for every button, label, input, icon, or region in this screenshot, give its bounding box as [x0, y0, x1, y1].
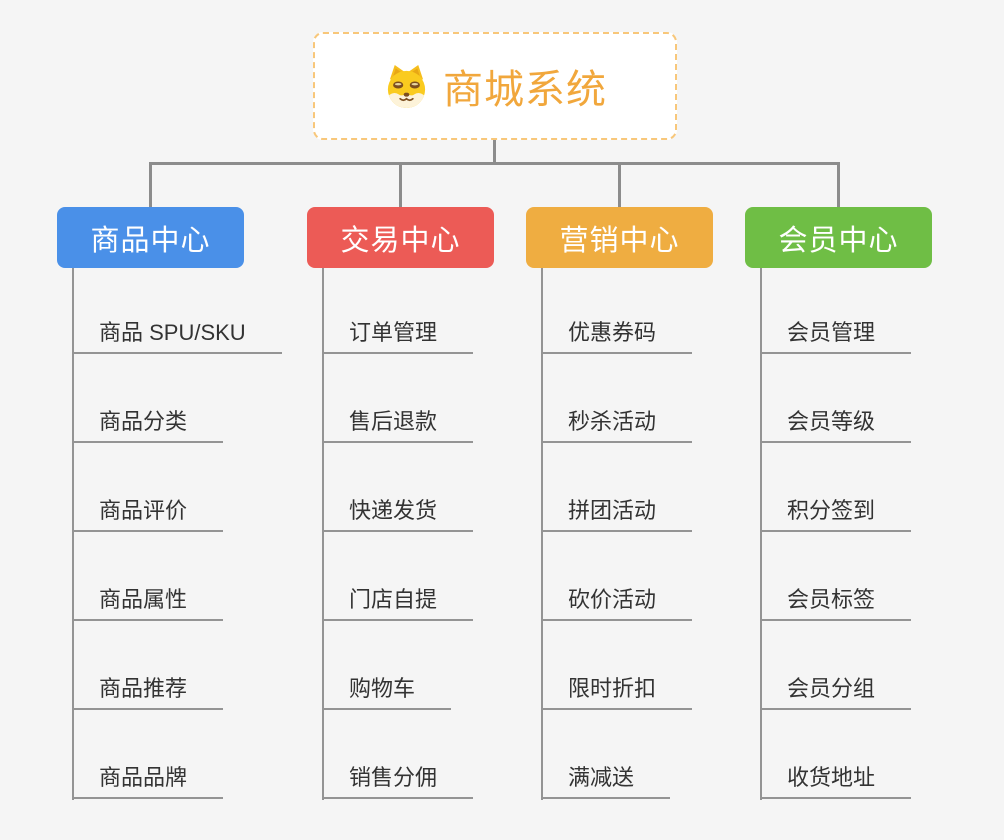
child-topic-label: 满减送 [568, 765, 635, 790]
child-topic[interactable]: 会员等级 [760, 354, 912, 443]
branch-topic-0[interactable]: 商品中心 [57, 207, 244, 268]
connector-root-trunk [493, 140, 496, 165]
child-topic[interactable]: 订单管理 [322, 268, 474, 354]
connector-branch-drop [149, 162, 152, 207]
child-topic-label: 商品评价 [99, 498, 188, 523]
connector-branch-trunk [322, 268, 324, 800]
branch-children-1: 订单管理售后退款快递发货门店自提购物车销售分佣 [322, 268, 474, 799]
child-topic-label: 门店自提 [349, 587, 438, 612]
child-topic[interactable]: 商品品牌 [72, 710, 224, 799]
child-topic[interactable]: 购物车 [322, 621, 452, 710]
child-topic[interactable]: 商品分类 [72, 354, 224, 443]
child-topic[interactable]: 收货地址 [760, 710, 912, 799]
child-topic-label: 拼团活动 [568, 498, 657, 523]
child-topic[interactable]: 商品评价 [72, 443, 224, 532]
child-topic-label: 售后退款 [349, 409, 438, 434]
branch-topic-1[interactable]: 交易中心 [307, 207, 494, 268]
child-topic-label: 订单管理 [349, 320, 438, 345]
child-topic[interactable]: 售后退款 [322, 354, 474, 443]
connector-branch-trunk [760, 268, 762, 800]
connector-branch-drop [399, 162, 402, 207]
child-topic[interactable]: 会员分组 [760, 621, 912, 710]
child-topic-label: 砍价活动 [568, 587, 657, 612]
child-topic[interactable]: 商品推荐 [72, 621, 224, 710]
root-topic-label: 商城系统 [443, 68, 607, 112]
connector-branch-trunk [72, 268, 74, 800]
branch-topic-2[interactable]: 营销中心 [526, 207, 713, 268]
child-topic[interactable]: 快递发货 [322, 443, 474, 532]
child-topic[interactable]: 会员管理 [760, 268, 912, 354]
child-topic-label: 会员管理 [787, 320, 876, 345]
branch-topic-3[interactable]: 会员中心 [745, 207, 932, 268]
child-topic[interactable]: 门店自提 [322, 532, 474, 621]
child-topic[interactable]: 积分签到 [760, 443, 912, 532]
child-topic[interactable]: 满减送 [541, 710, 671, 799]
child-topic[interactable]: 销售分佣 [322, 710, 474, 799]
child-topic[interactable]: 商品属性 [72, 532, 224, 621]
child-topic-label: 积分签到 [787, 498, 876, 523]
connector-branch-drop [837, 162, 840, 207]
child-topic[interactable]: 优惠券码 [541, 268, 693, 354]
child-topic-label: 会员标签 [787, 587, 876, 612]
child-topic[interactable]: 限时折扣 [541, 621, 693, 710]
child-topic-label: 秒杀活动 [568, 409, 657, 434]
branch-topic-label: 会员中心 [778, 224, 899, 257]
connector-branch-trunk [541, 268, 543, 800]
child-topic[interactable]: 会员标签 [760, 532, 912, 621]
child-topic-label: 商品 SPU/SKU [99, 320, 246, 345]
child-topic[interactable]: 秒杀活动 [541, 354, 693, 443]
connector-bus [149, 162, 840, 165]
child-topic-label: 商品推荐 [99, 676, 188, 701]
child-topic-label: 优惠券码 [568, 320, 657, 345]
branch-topic-label: 交易中心 [340, 224, 461, 257]
child-topic-label: 商品品牌 [99, 765, 188, 790]
root-topic[interactable]: 商城系统 [313, 32, 677, 140]
child-topic-label: 购物车 [349, 676, 416, 701]
branch-children-3: 会员管理会员等级积分签到会员标签会员分组收货地址 [760, 268, 912, 799]
child-topic[interactable]: 拼团活动 [541, 443, 693, 532]
branch-children-2: 优惠券码秒杀活动拼团活动砍价活动限时折扣满减送 [541, 268, 693, 799]
child-topic[interactable]: 砍价活动 [541, 532, 693, 621]
child-topic-label: 收货地址 [787, 765, 876, 790]
branch-children-0: 商品 SPU/SKU 商品分类商品评价商品属性商品推荐商品品牌 [72, 268, 282, 799]
branch-topic-label: 商品中心 [90, 224, 211, 257]
branch-topic-label: 营销中心 [559, 224, 680, 257]
child-topic-label: 会员等级 [787, 409, 876, 434]
child-topic-label: 商品分类 [99, 409, 188, 434]
dog-face-icon [387, 64, 426, 108]
child-topic-label: 商品属性 [99, 587, 188, 612]
child-topic-label: 限时折扣 [568, 676, 657, 701]
child-topic-label: 会员分组 [787, 676, 876, 701]
child-topic-label: 销售分佣 [349, 765, 438, 790]
child-topic-label: 快递发货 [349, 498, 438, 523]
connector-branch-drop [618, 162, 621, 207]
child-topic[interactable]: 商品 SPU/SKU [72, 268, 282, 354]
